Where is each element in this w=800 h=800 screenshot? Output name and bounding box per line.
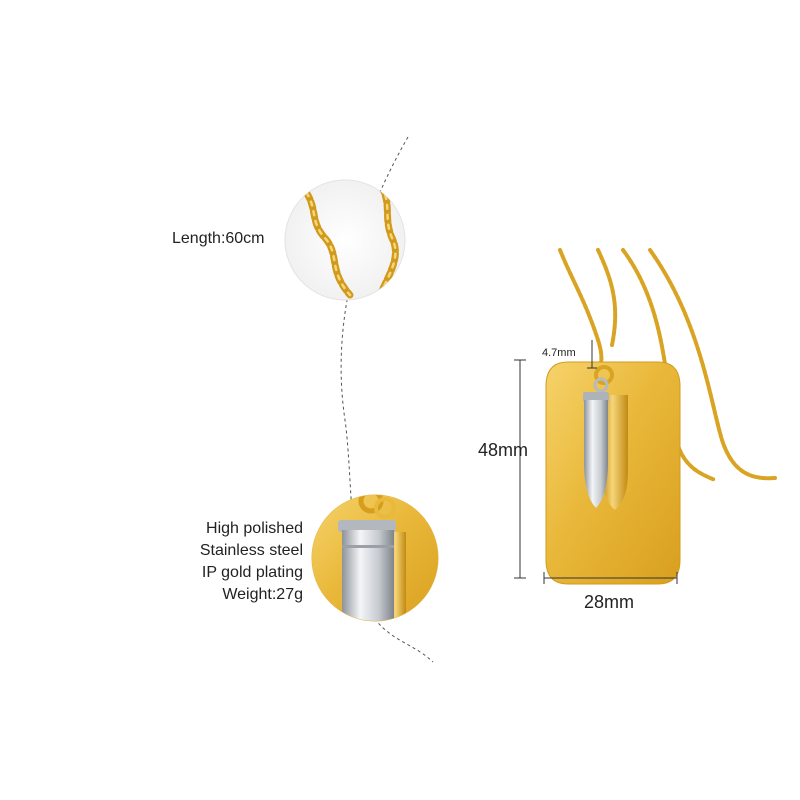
width-dimension-label: 28mm [584,592,635,612]
dimension-lines [514,340,678,584]
pendant-detail-circle [311,494,439,622]
height-dimension-label: 48mm [478,440,529,460]
chain-detail-circle [284,179,406,301]
length-label: Length:60cm [172,230,265,247]
spec-finish: High polished [206,520,303,537]
spec-list: High polished Stainless steel IP gold pl… [200,518,303,606]
loop-dimension-label: 4.7mm [542,347,576,359]
bullet-charm [583,365,628,510]
spec-weight: Weight:27g [222,586,303,603]
spec-material: Stainless steel [199,542,303,559]
spec-plating: IP gold plating [201,564,303,581]
